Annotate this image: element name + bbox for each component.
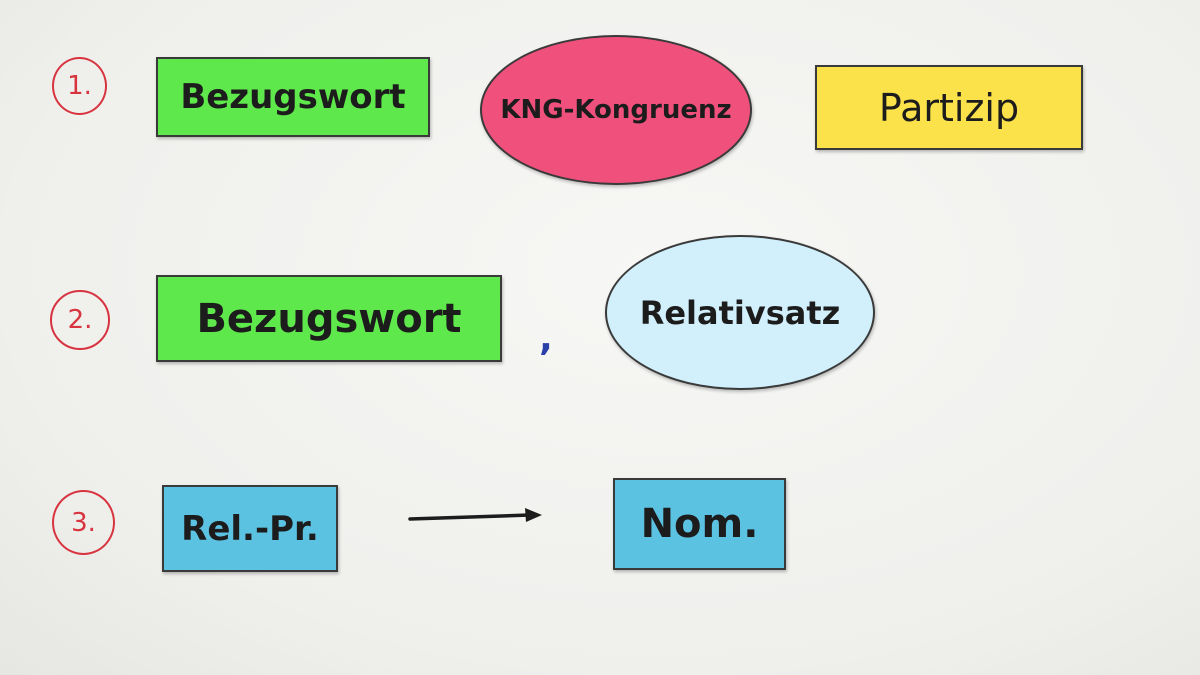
card-bezugswort-1: Bezugswort [156,57,430,137]
row-number-1: 1. [52,57,107,115]
card-relativsatz: Relativsatz [605,235,875,390]
card-nominativ: Nom. [613,478,786,570]
arrow-icon [408,508,542,522]
comma-mark: , [539,317,553,359]
card-kng-kongruenz: KNG-Kongruenz [480,35,752,185]
row-number-3: 3. [52,490,115,555]
card-relativpronomen: Rel.-Pr. [162,485,338,572]
card-bezugswort-2: Bezugswort [156,275,502,362]
card-partizip: Partizip [815,65,1083,150]
row-number-2: 2. [50,290,110,350]
